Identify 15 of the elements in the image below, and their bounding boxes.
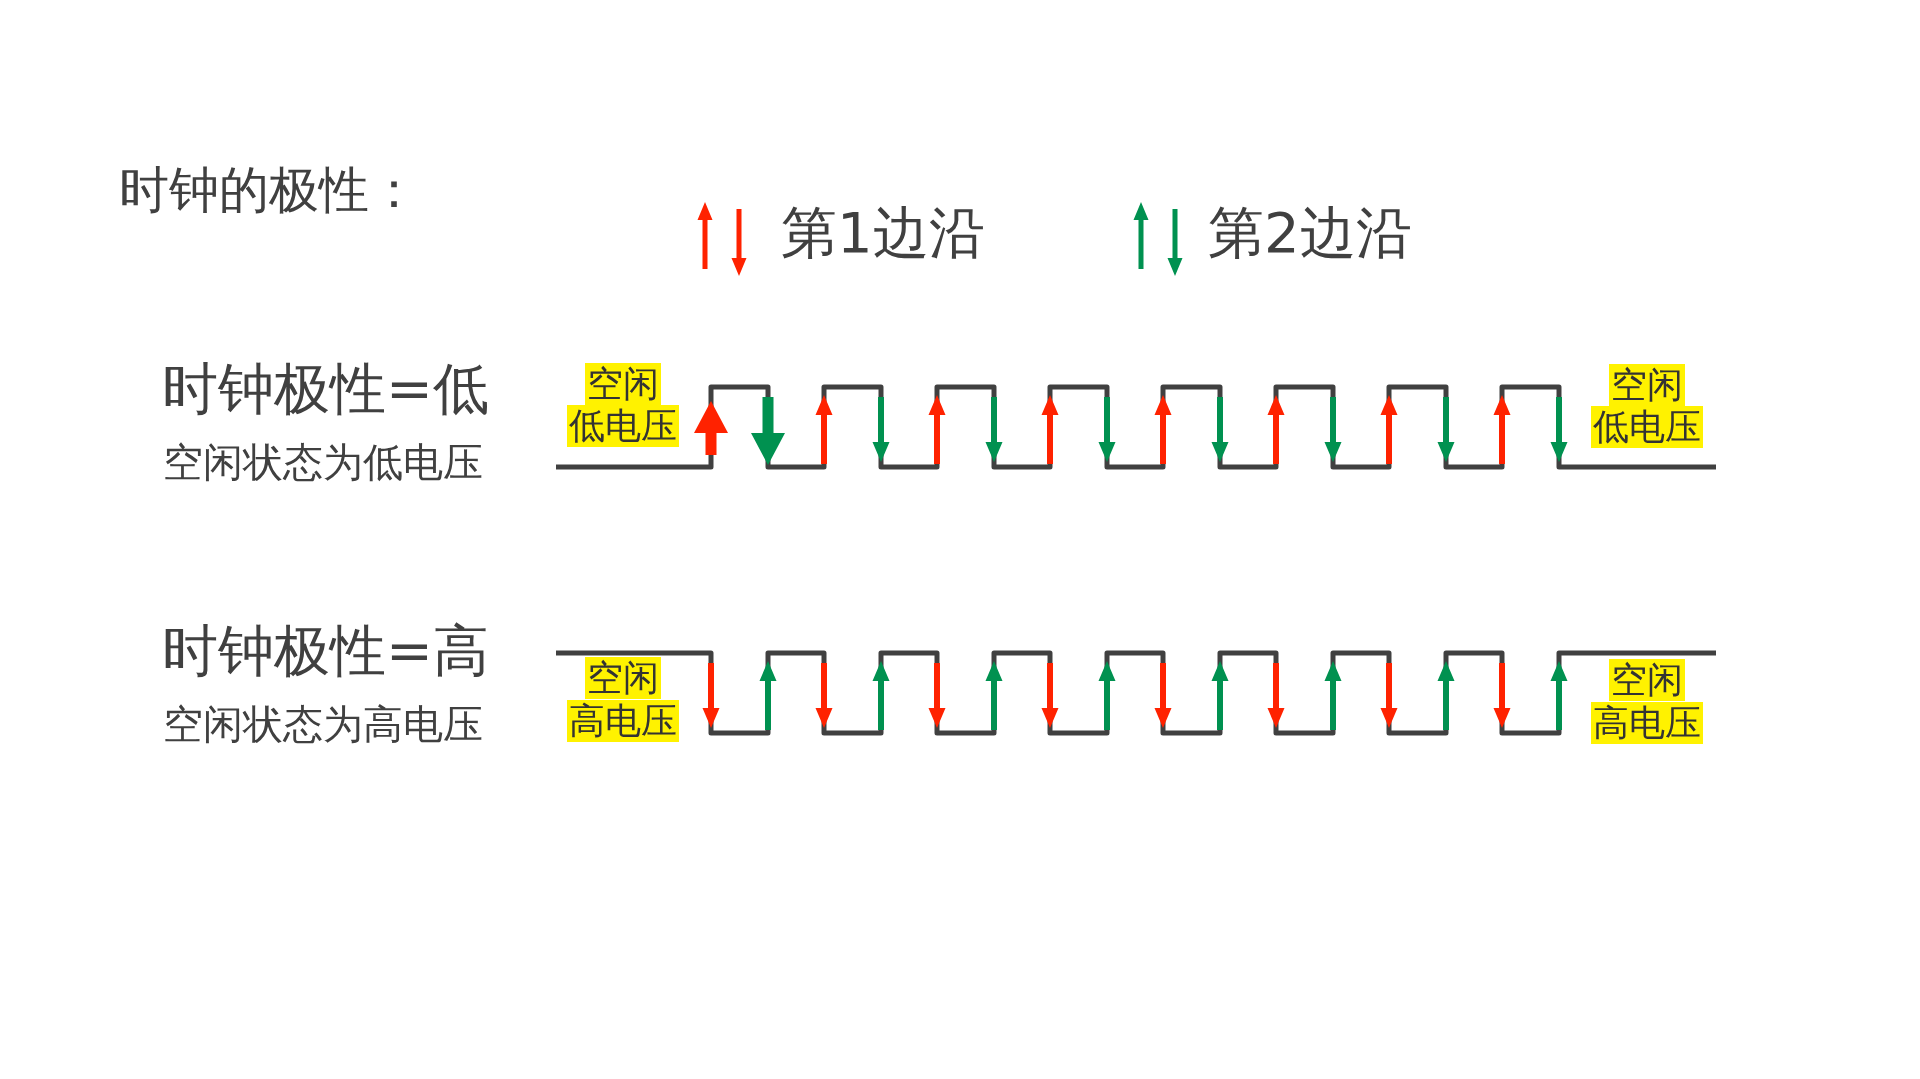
- highlighted-label: 高电压: [1591, 702, 1703, 744]
- highlighted-label: 空闲: [1609, 659, 1685, 701]
- highlighted-label: 低电压: [567, 405, 679, 447]
- row-heading: 时钟极性=低: [162, 355, 489, 423]
- highlighted-label: 空闲: [585, 657, 661, 699]
- highlighted-label: 高电压: [567, 700, 679, 742]
- highlighted-label: 空闲: [1609, 364, 1685, 406]
- legend-label: 第1边沿: [781, 199, 985, 267]
- highlighted-label: 空闲: [585, 363, 661, 405]
- title: 时钟的极性：: [119, 160, 419, 220]
- row-heading: 时钟极性=高: [162, 617, 489, 685]
- legend-label: 第2边沿: [1208, 199, 1412, 267]
- row-description: 空闲状态为高电压: [163, 700, 483, 748]
- row-description: 空闲状态为低电压: [163, 438, 483, 486]
- highlighted-label: 低电压: [1591, 406, 1703, 448]
